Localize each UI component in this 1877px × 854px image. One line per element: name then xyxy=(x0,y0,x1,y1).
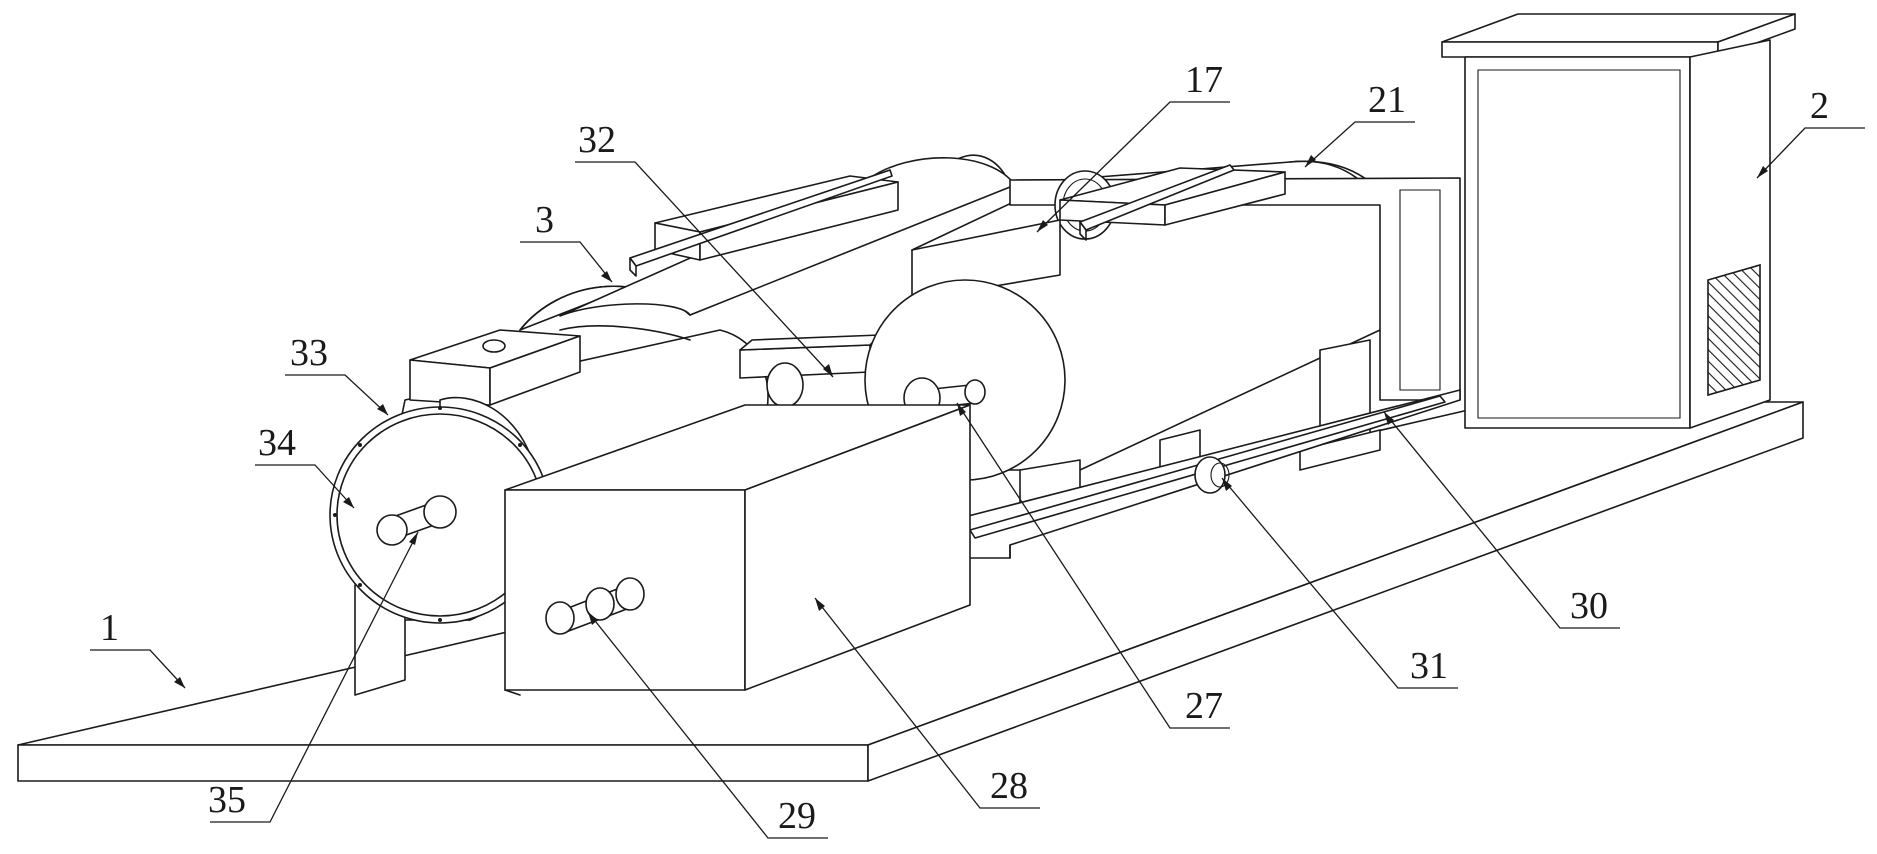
callout-33: 33 xyxy=(285,332,389,416)
callout-label: 1 xyxy=(100,607,119,649)
callout-2: 2 xyxy=(1756,85,1865,179)
callout-35: 35 xyxy=(208,531,419,823)
callout-label: 31 xyxy=(1410,645,1448,687)
callout-label: 3 xyxy=(535,199,554,241)
front-box xyxy=(504,404,971,696)
callout-label: 27 xyxy=(1185,685,1223,727)
callout-1: 1 xyxy=(90,607,186,689)
center-shaft xyxy=(739,334,881,408)
callout-label: 17 xyxy=(1185,59,1223,101)
callout-label: 21 xyxy=(1368,79,1406,121)
callout-34: 34 xyxy=(255,422,355,509)
callout-label: 29 xyxy=(778,795,816,837)
callout-21: 21 xyxy=(1304,79,1415,168)
callout-30: 30 xyxy=(1383,411,1620,629)
callout-31: 31 xyxy=(1221,477,1458,689)
callout-29: 29 xyxy=(587,611,828,839)
control-cabinet xyxy=(1441,13,1796,429)
callout-label: 34 xyxy=(258,422,296,464)
callout-32: 32 xyxy=(575,119,834,378)
callout-3: 3 xyxy=(520,199,613,283)
callout-label: 30 xyxy=(1570,585,1608,627)
callout-label: 33 xyxy=(290,332,328,374)
callout-label: 28 xyxy=(990,765,1028,807)
callout-label: 35 xyxy=(208,779,246,821)
callout-27: 27 xyxy=(956,402,1230,729)
end-disc xyxy=(329,396,551,696)
callout-label: 32 xyxy=(578,119,616,161)
callout-label: 2 xyxy=(1810,85,1829,127)
callout-28: 28 xyxy=(814,597,1040,809)
guide-rail xyxy=(854,389,1461,559)
callout-17: 17 xyxy=(1036,59,1230,233)
